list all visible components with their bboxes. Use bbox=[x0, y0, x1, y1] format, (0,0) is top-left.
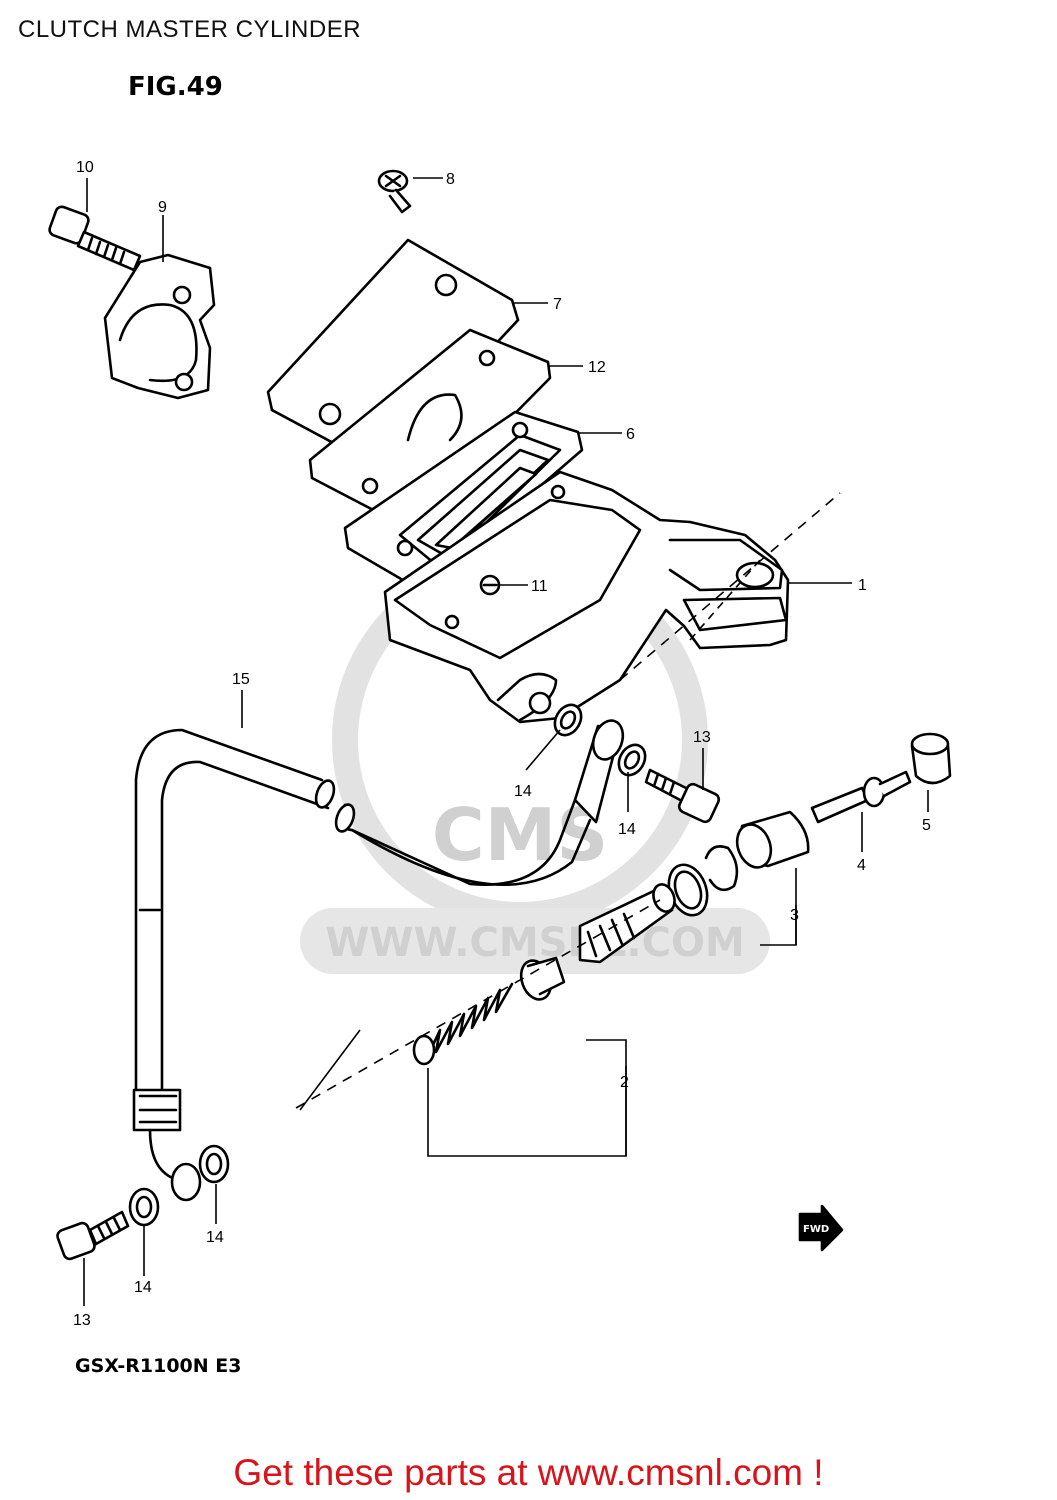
banjo-bolt-13-upper bbox=[644, 768, 721, 824]
callouts: 10 9 8 7 12 6 11 1 15 14 14 13 5 4 3 2 1… bbox=[73, 159, 931, 1329]
callout-7: 7 bbox=[553, 296, 562, 313]
fwd-label: FWD bbox=[803, 1224, 829, 1235]
washer-14-lower-right bbox=[198, 1144, 230, 1184]
clamp-9 bbox=[103, 253, 216, 400]
screw-8 bbox=[377, 169, 412, 214]
callout-15: 15 bbox=[232, 671, 250, 688]
washer-14-lower-left bbox=[128, 1187, 160, 1227]
callout-14b: 14 bbox=[618, 821, 636, 838]
o-ring-3 bbox=[667, 863, 709, 917]
watermark-brand: CMS bbox=[432, 793, 608, 877]
circlip-3 bbox=[704, 845, 739, 892]
callout-2: 2 bbox=[620, 1074, 629, 1091]
figure-label: FIG.49 bbox=[128, 72, 223, 102]
callout-10: 10 bbox=[76, 159, 94, 176]
callout-11: 11 bbox=[531, 578, 548, 595]
spring-seat-2 bbox=[519, 956, 566, 1001]
parts-diagram: CMS WWW.CMSNL.COM bbox=[48, 159, 952, 1329]
piston-cup-3 bbox=[735, 810, 810, 869]
callout-14a: 14 bbox=[514, 783, 532, 800]
diaphragm-6 bbox=[343, 410, 584, 592]
page-title: CLUTCH MASTER CYLINDER bbox=[18, 16, 362, 43]
watermark-url: WWW.CMSNL.COM bbox=[325, 920, 745, 966]
watermark: CMS WWW.CMSNL.COM bbox=[300, 552, 770, 974]
bolt-10 bbox=[48, 205, 142, 272]
hose-15 bbox=[132, 719, 625, 1202]
banjo-bolt-13-lower bbox=[56, 1210, 130, 1261]
boot-5 bbox=[910, 732, 952, 785]
callout-5: 5 bbox=[922, 817, 931, 834]
pushrod-4 bbox=[810, 770, 912, 824]
plate-12 bbox=[308, 328, 552, 528]
callout-8: 8 bbox=[446, 171, 455, 188]
callout-14c: 14 bbox=[206, 1229, 224, 1246]
washer-14-banjo bbox=[617, 743, 647, 777]
callout-13a: 13 bbox=[693, 729, 711, 746]
leader-lines bbox=[83, 177, 929, 1306]
callout-12: 12 bbox=[588, 359, 606, 376]
washer-14-body bbox=[553, 703, 583, 737]
callout-4: 4 bbox=[857, 857, 866, 874]
callout-14d: 14 bbox=[134, 1279, 152, 1296]
spring-2 bbox=[412, 982, 514, 1066]
callout-9: 9 bbox=[158, 199, 167, 216]
fwd-arrow-icon bbox=[798, 1204, 844, 1252]
callout-1: 1 bbox=[858, 577, 867, 594]
footer-cta-link[interactable]: Get these parts at www.cmsnl.com ! bbox=[233, 1452, 824, 1493]
master-cylinder-body-1 bbox=[383, 470, 790, 724]
callout-3: 3 bbox=[790, 907, 799, 924]
piston-3 bbox=[578, 883, 676, 964]
callout-6: 6 bbox=[626, 426, 635, 443]
model-code: GSX-R1100N E3 bbox=[75, 1355, 242, 1377]
callout-13b: 13 bbox=[73, 1312, 91, 1329]
